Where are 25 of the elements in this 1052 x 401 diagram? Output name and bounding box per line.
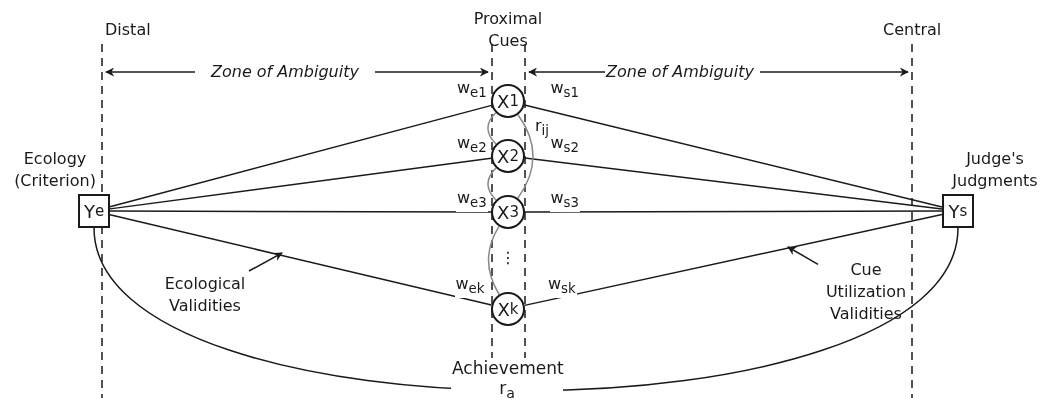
text-label: Distal: [105, 19, 151, 41]
connector-line: [487, 167, 497, 201]
connector-line: [487, 112, 497, 145]
node-caption: Ecology (Criterion): [13, 148, 97, 192]
connector-line: [109, 210, 492, 213]
leader-line: [248, 252, 283, 272]
connector-line: [109, 157, 492, 210]
connector-line: [523, 104, 943, 208]
annotation-text: Ecological Validities: [150, 273, 260, 317]
text-label: Proximal Cues: [472, 8, 544, 52]
connector-line: [523, 213, 943, 307]
connector-line: [517, 114, 534, 199]
zone-label: Zone of Ambiguity: [606, 61, 754, 83]
node-caption: Judge's Judgments: [950, 148, 1039, 192]
connector-line: [109, 214, 493, 306]
connector-line: [487, 225, 500, 296]
connector-line: [524, 157, 943, 210]
leader-line: [787, 246, 819, 266]
edge-label: Achievement r$_{a}$: [451, 357, 563, 401]
connector-line: [524, 210, 943, 213]
annotation-text: Cue Utilization Validities: [818, 259, 914, 325]
zone-label: Zone of Ambiguity: [211, 61, 359, 83]
text-label: ⋮: [500, 247, 516, 269]
text-label: Central: [883, 19, 942, 41]
connector-line: [109, 104, 493, 208]
